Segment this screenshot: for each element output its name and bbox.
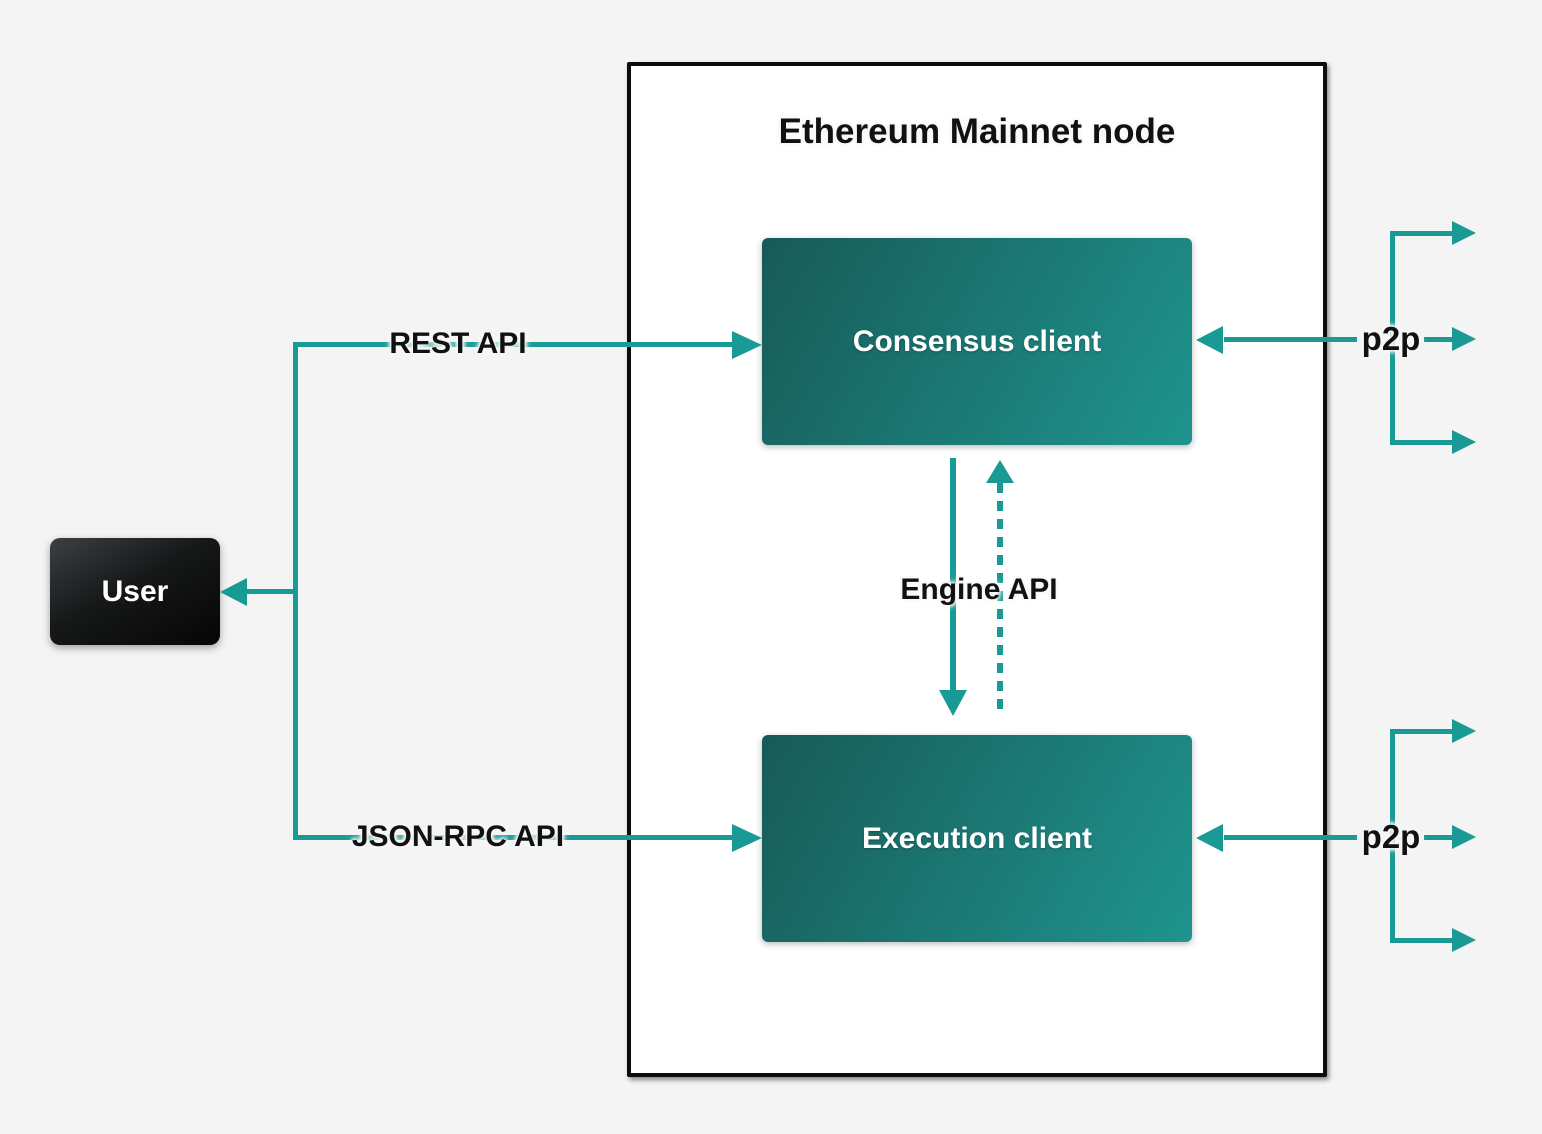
user-arrowhead-left-icon (220, 578, 247, 606)
p2p-bottom-label: p2p (1361, 818, 1421, 855)
rest-api-line (293, 342, 732, 347)
p2p-top-arrowhead-left-icon (1196, 326, 1223, 354)
p2p-top-branch-lower-line (1390, 440, 1452, 445)
json-rpc-api-line (293, 835, 732, 840)
engine-api-label: Engine API (900, 573, 1058, 606)
p2p-top-branch-upper-line (1390, 231, 1452, 236)
rest-api-arrowhead-right-icon (732, 331, 762, 359)
rest-api-label: REST API (389, 327, 527, 360)
consensus-client-box: Consensus client (762, 238, 1192, 445)
p2p-top-branch-middle-arrowhead-icon (1452, 327, 1476, 351)
engine-api-solid-line (950, 458, 956, 691)
p2p-top-branch-vline (1390, 233, 1395, 445)
execution-client-label: Execution client (861, 821, 1093, 855)
p2p-bottom-branch-upper-arrowhead-icon (1452, 719, 1476, 743)
engine-api-dotted-line (997, 483, 1003, 714)
p2p-top-left-line (1224, 337, 1357, 342)
json-rpc-api-arrowhead-right-icon (732, 824, 762, 852)
p2p-bottom-branch-middle-line (1424, 835, 1454, 840)
user-box: User (50, 538, 220, 645)
consensus-client-label: Consensus client (852, 324, 1102, 358)
p2p-bottom-branch-lower-arrowhead-icon (1452, 928, 1476, 952)
p2p-bottom-arrowhead-left-icon (1196, 824, 1223, 852)
p2p-bottom-branch-vline (1390, 731, 1395, 943)
p2p-top-branch-lower-arrowhead-icon (1452, 430, 1476, 454)
p2p-bottom-branch-lower-line (1390, 938, 1452, 943)
node-title: Ethereum Mainnet node (778, 112, 1176, 151)
json-rpc-api-label: JSON-RPC API (351, 820, 565, 853)
p2p-bottom-branch-upper-line (1390, 729, 1452, 734)
user-arrow-line (240, 589, 295, 594)
p2p-top-label: p2p (1361, 320, 1421, 357)
execution-client-box: Execution client (762, 735, 1192, 942)
p2p-top-branch-upper-arrowhead-icon (1452, 221, 1476, 245)
engine-api-arrowhead-down-icon (939, 690, 967, 716)
user-label: User (101, 574, 169, 608)
p2p-bottom-branch-middle-arrowhead-icon (1452, 825, 1476, 849)
p2p-bottom-left-line (1224, 835, 1357, 840)
user-trunk-line (293, 342, 298, 840)
p2p-top-branch-middle-line (1424, 337, 1454, 342)
engine-api-arrowhead-up-icon (986, 460, 1014, 483)
